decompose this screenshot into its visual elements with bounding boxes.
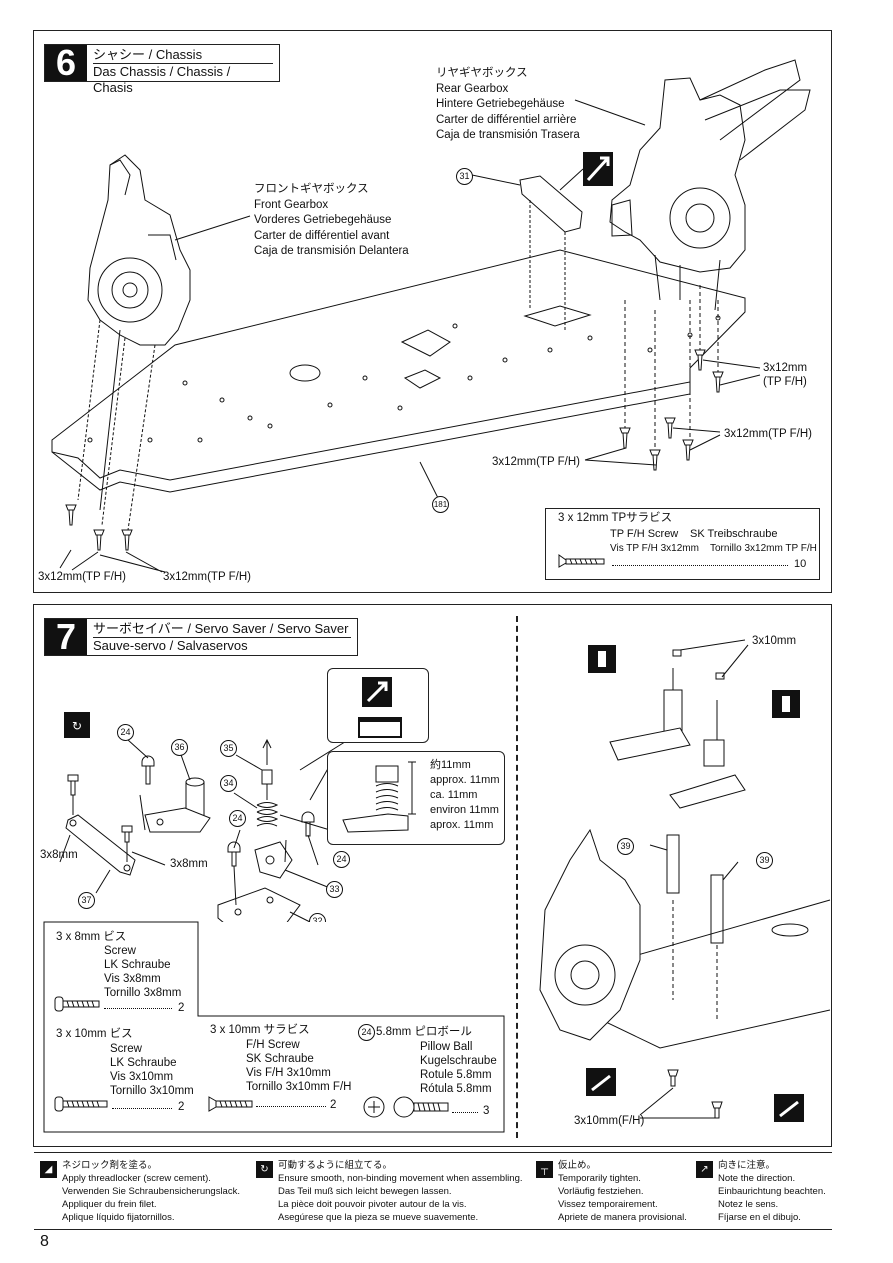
tp-screw-icon xyxy=(558,554,605,568)
part-3x8-qty: 2 xyxy=(178,1002,185,1014)
temporary-tighten-icon: ┬ xyxy=(536,1161,553,1178)
screw-label-right-mid: 3x12mm(TP F/H) xyxy=(724,428,812,440)
parts-box-line2a: Vis TP F/H 3x12mm xyxy=(610,543,699,554)
zoom-box-direction xyxy=(327,668,429,743)
direction-icon xyxy=(362,677,392,707)
step7-number: 7 xyxy=(45,616,87,657)
part-3x8-header: 3 x 8mm ビス xyxy=(56,931,127,943)
part-24-number: 24 xyxy=(358,1024,375,1041)
label-3x10: 3x10mm xyxy=(752,635,797,647)
page-number: 8 xyxy=(40,1233,49,1250)
part-24-qty: 3 xyxy=(483,1105,490,1117)
callout-39-a: 39 xyxy=(617,838,634,855)
screw-3x8-icon xyxy=(54,996,100,1012)
step7-parts-box xyxy=(44,922,505,1132)
step7-title-line2: Sauve-servo / Salvaservos xyxy=(93,638,248,653)
label-3x10fh: 3x10mm(F/H) xyxy=(574,1115,645,1127)
part-3x10-header: 3 x 10mm ビス xyxy=(56,1028,133,1040)
parts-box-header: 3 x 12mm TPサラビス xyxy=(558,512,673,524)
parts-box-line1b: SK Treibschraube xyxy=(690,528,778,540)
part-3x8-names: Screw LK Schraube Vis 3x8mm Tornillo 3x8… xyxy=(104,945,182,999)
zoom-box-spring: 約11mm approx. 11mm ca. 11mm environ 11mm… xyxy=(327,751,505,845)
screw-label-right-upper: 3x12mm (TP F/H) xyxy=(763,362,808,388)
callout-31: 31 xyxy=(456,168,473,185)
step6-number: 6 xyxy=(45,42,87,83)
spring-profile-drawing xyxy=(342,761,416,833)
part-3x10-qty: 2 xyxy=(178,1101,185,1113)
screw-label-left-a: 3x12mm(TP F/H) xyxy=(38,571,126,583)
callout-36: 36 xyxy=(171,739,188,756)
smooth-movement-icon: ↻ xyxy=(256,1161,273,1178)
part-24-header: 5.8mm ピロボール xyxy=(376,1026,472,1038)
part-3x10fh-qty: 2 xyxy=(330,1099,337,1111)
threadlocker-icon: ◢ xyxy=(40,1161,57,1178)
pillow-ball-icon xyxy=(363,1096,449,1118)
step6-title-line1: シャシー / Chassis xyxy=(93,47,273,64)
callout-181: 181 xyxy=(432,496,449,513)
spring-length-note: 約11mm approx. 11mm ca. 11mm environ 11mm… xyxy=(430,759,500,831)
label-3x8-b: 3x8mm xyxy=(170,858,208,870)
callout-39-b: 39 xyxy=(756,852,773,869)
front-gearbox-label: フロントギヤボックス Front Gearbox Vorderes Getrie… xyxy=(254,183,409,257)
label-3x8-a: 3x8mm xyxy=(40,849,78,861)
step7-header: 7 サーボセイバー / Servo Saver / Servo Saver Sa… xyxy=(44,616,358,657)
direction-icon: ↗ xyxy=(696,1161,713,1178)
parts-box-line2b: Tornillo 3x12mm TP F/H xyxy=(710,543,817,554)
step6-parts-box: 3 x 12mm TPサラビス TP F/H Screw SK Treibsch… xyxy=(545,508,820,580)
callout-24-b: 24 xyxy=(229,810,246,827)
callout-35: 35 xyxy=(220,740,237,757)
screw-3x10fh-icon xyxy=(208,1096,253,1112)
callout-34: 34 xyxy=(220,775,237,792)
part-24-names: Pillow Ball Kugelschraube Rotule 5.8mm R… xyxy=(420,1041,497,1095)
legend-bar: ◢ ネジロック剤を塗る。 Apply threadlocker (screw c… xyxy=(34,1152,832,1230)
step7-title-line1: サーボセイバー / Servo Saver / Servo Saver xyxy=(93,621,351,638)
svg-text:↻: ↻ xyxy=(72,719,82,733)
callout-37: 37 xyxy=(78,892,95,909)
rear-gearbox-label: リヤギヤボックス Rear Gearbox Hintere Getriebege… xyxy=(436,67,580,141)
step6-header: 6 シャシー / Chassis Das Chassis / Chassis /… xyxy=(44,42,280,95)
callout-24-c: 24 xyxy=(333,851,350,868)
part-35-profile xyxy=(358,717,402,738)
step7-divider xyxy=(516,616,518,1138)
screw-3x10-icon xyxy=(54,1096,108,1112)
parts-box-line1a: TP F/H Screw xyxy=(610,528,679,540)
callout-33: 33 xyxy=(326,881,343,898)
part-3x10fh-header: 3 x 10mm サラビス xyxy=(210,1024,310,1036)
part-3x10-names: Screw LK Schraube Vis 3x10mm Tornillo 3x… xyxy=(110,1043,194,1097)
part-3x10fh-names: F/H Screw SK Schraube Vis F/H 3x10mm Tor… xyxy=(246,1039,352,1093)
callout-24-a: 24 xyxy=(117,724,134,741)
screw-label-center: 3x12mm(TP F/H) xyxy=(492,456,580,468)
screw-label-left-b: 3x12mm(TP F/H) xyxy=(163,571,251,583)
step6-title-line2: Das Chassis / Chassis / Chasis xyxy=(93,64,231,95)
parts-box-qty: 10 xyxy=(794,558,807,570)
